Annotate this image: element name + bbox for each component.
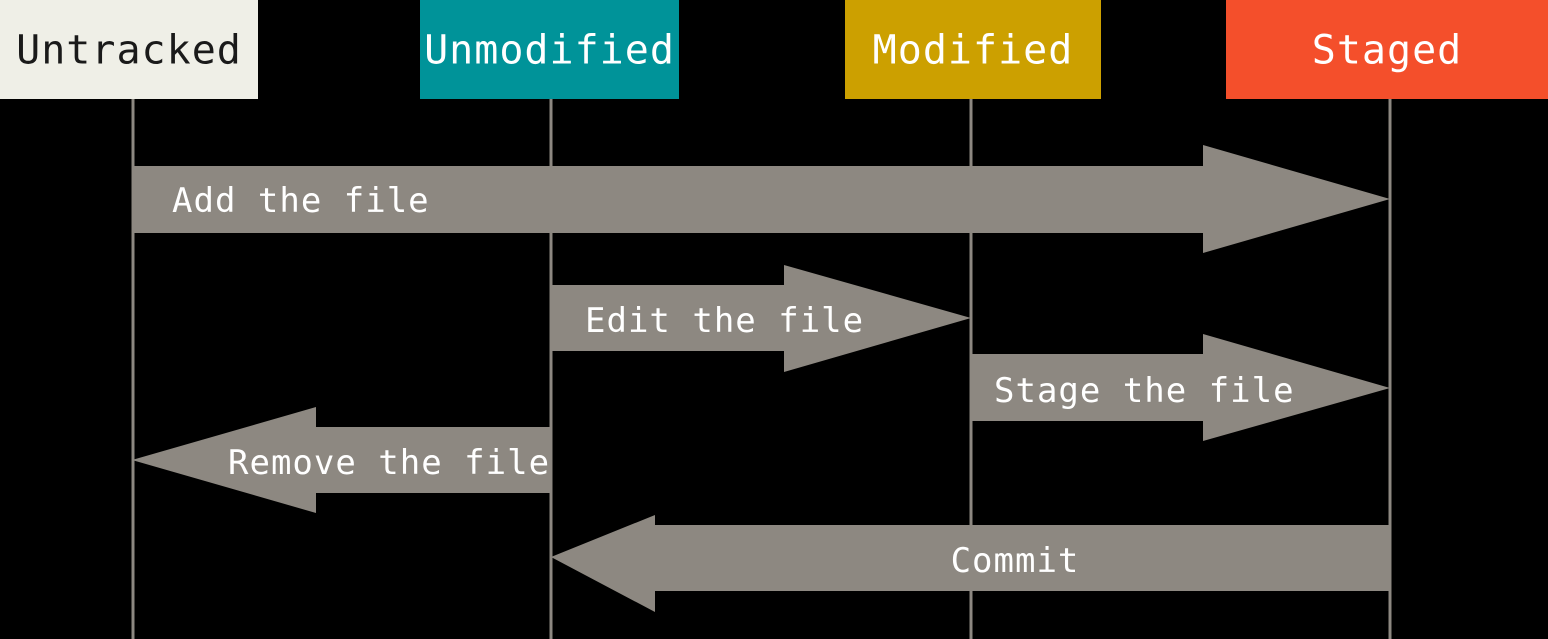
transition-remove-the-file[interactable]: Remove the file bbox=[132, 407, 551, 513]
transition-commit[interactable]: Commit bbox=[551, 515, 1390, 612]
state-label-untracked: Untracked bbox=[16, 28, 242, 74]
arrow-shape-add-the-file bbox=[133, 145, 1390, 253]
transition-edit-the-file[interactable]: Edit the file bbox=[551, 265, 971, 372]
lane-line-unmodified bbox=[549, 99, 553, 639]
arrow-label-stage-the-file: Stage the file bbox=[994, 371, 1295, 411]
lane-line-staged bbox=[1388, 99, 1392, 639]
state-box-fill-modified bbox=[845, 0, 1101, 99]
lane-line-untracked bbox=[131, 99, 135, 639]
state-label-unmodified: Unmodified bbox=[424, 28, 675, 74]
arrow-label-commit: Commit bbox=[951, 541, 1080, 581]
state-label-staged: Staged bbox=[1312, 28, 1463, 74]
arrow-shape-stage-the-file bbox=[971, 334, 1390, 441]
arrow-label-remove-the-file: Remove the file bbox=[228, 443, 550, 483]
arrow-shape-commit bbox=[551, 515, 1390, 612]
state-box-unmodified[interactable]: Unmodified bbox=[420, 0, 679, 99]
arrow-shape-remove-the-file bbox=[132, 407, 551, 513]
transition-stage-the-file[interactable]: Stage the file bbox=[971, 334, 1390, 441]
arrow-label-add-the-file: Add the file bbox=[172, 181, 430, 221]
state-box-fill-staged bbox=[1226, 0, 1548, 99]
state-label-modified: Modified bbox=[873, 28, 1074, 74]
state-box-modified[interactable]: Modified bbox=[845, 0, 1101, 99]
state-box-fill-untracked bbox=[0, 0, 258, 99]
arrow-label-edit-the-file: Edit the file bbox=[585, 301, 864, 341]
arrow-shape-edit-the-file bbox=[551, 265, 971, 372]
state-boxes-group: Untracked Unmodified Modified Staged bbox=[0, 0, 1548, 99]
state-box-untracked[interactable]: Untracked bbox=[0, 0, 258, 99]
state-box-fill-unmodified bbox=[420, 0, 679, 99]
state-box-staged[interactable]: Staged bbox=[1226, 0, 1548, 99]
transition-add-the-file[interactable]: Add the file bbox=[133, 145, 1390, 253]
